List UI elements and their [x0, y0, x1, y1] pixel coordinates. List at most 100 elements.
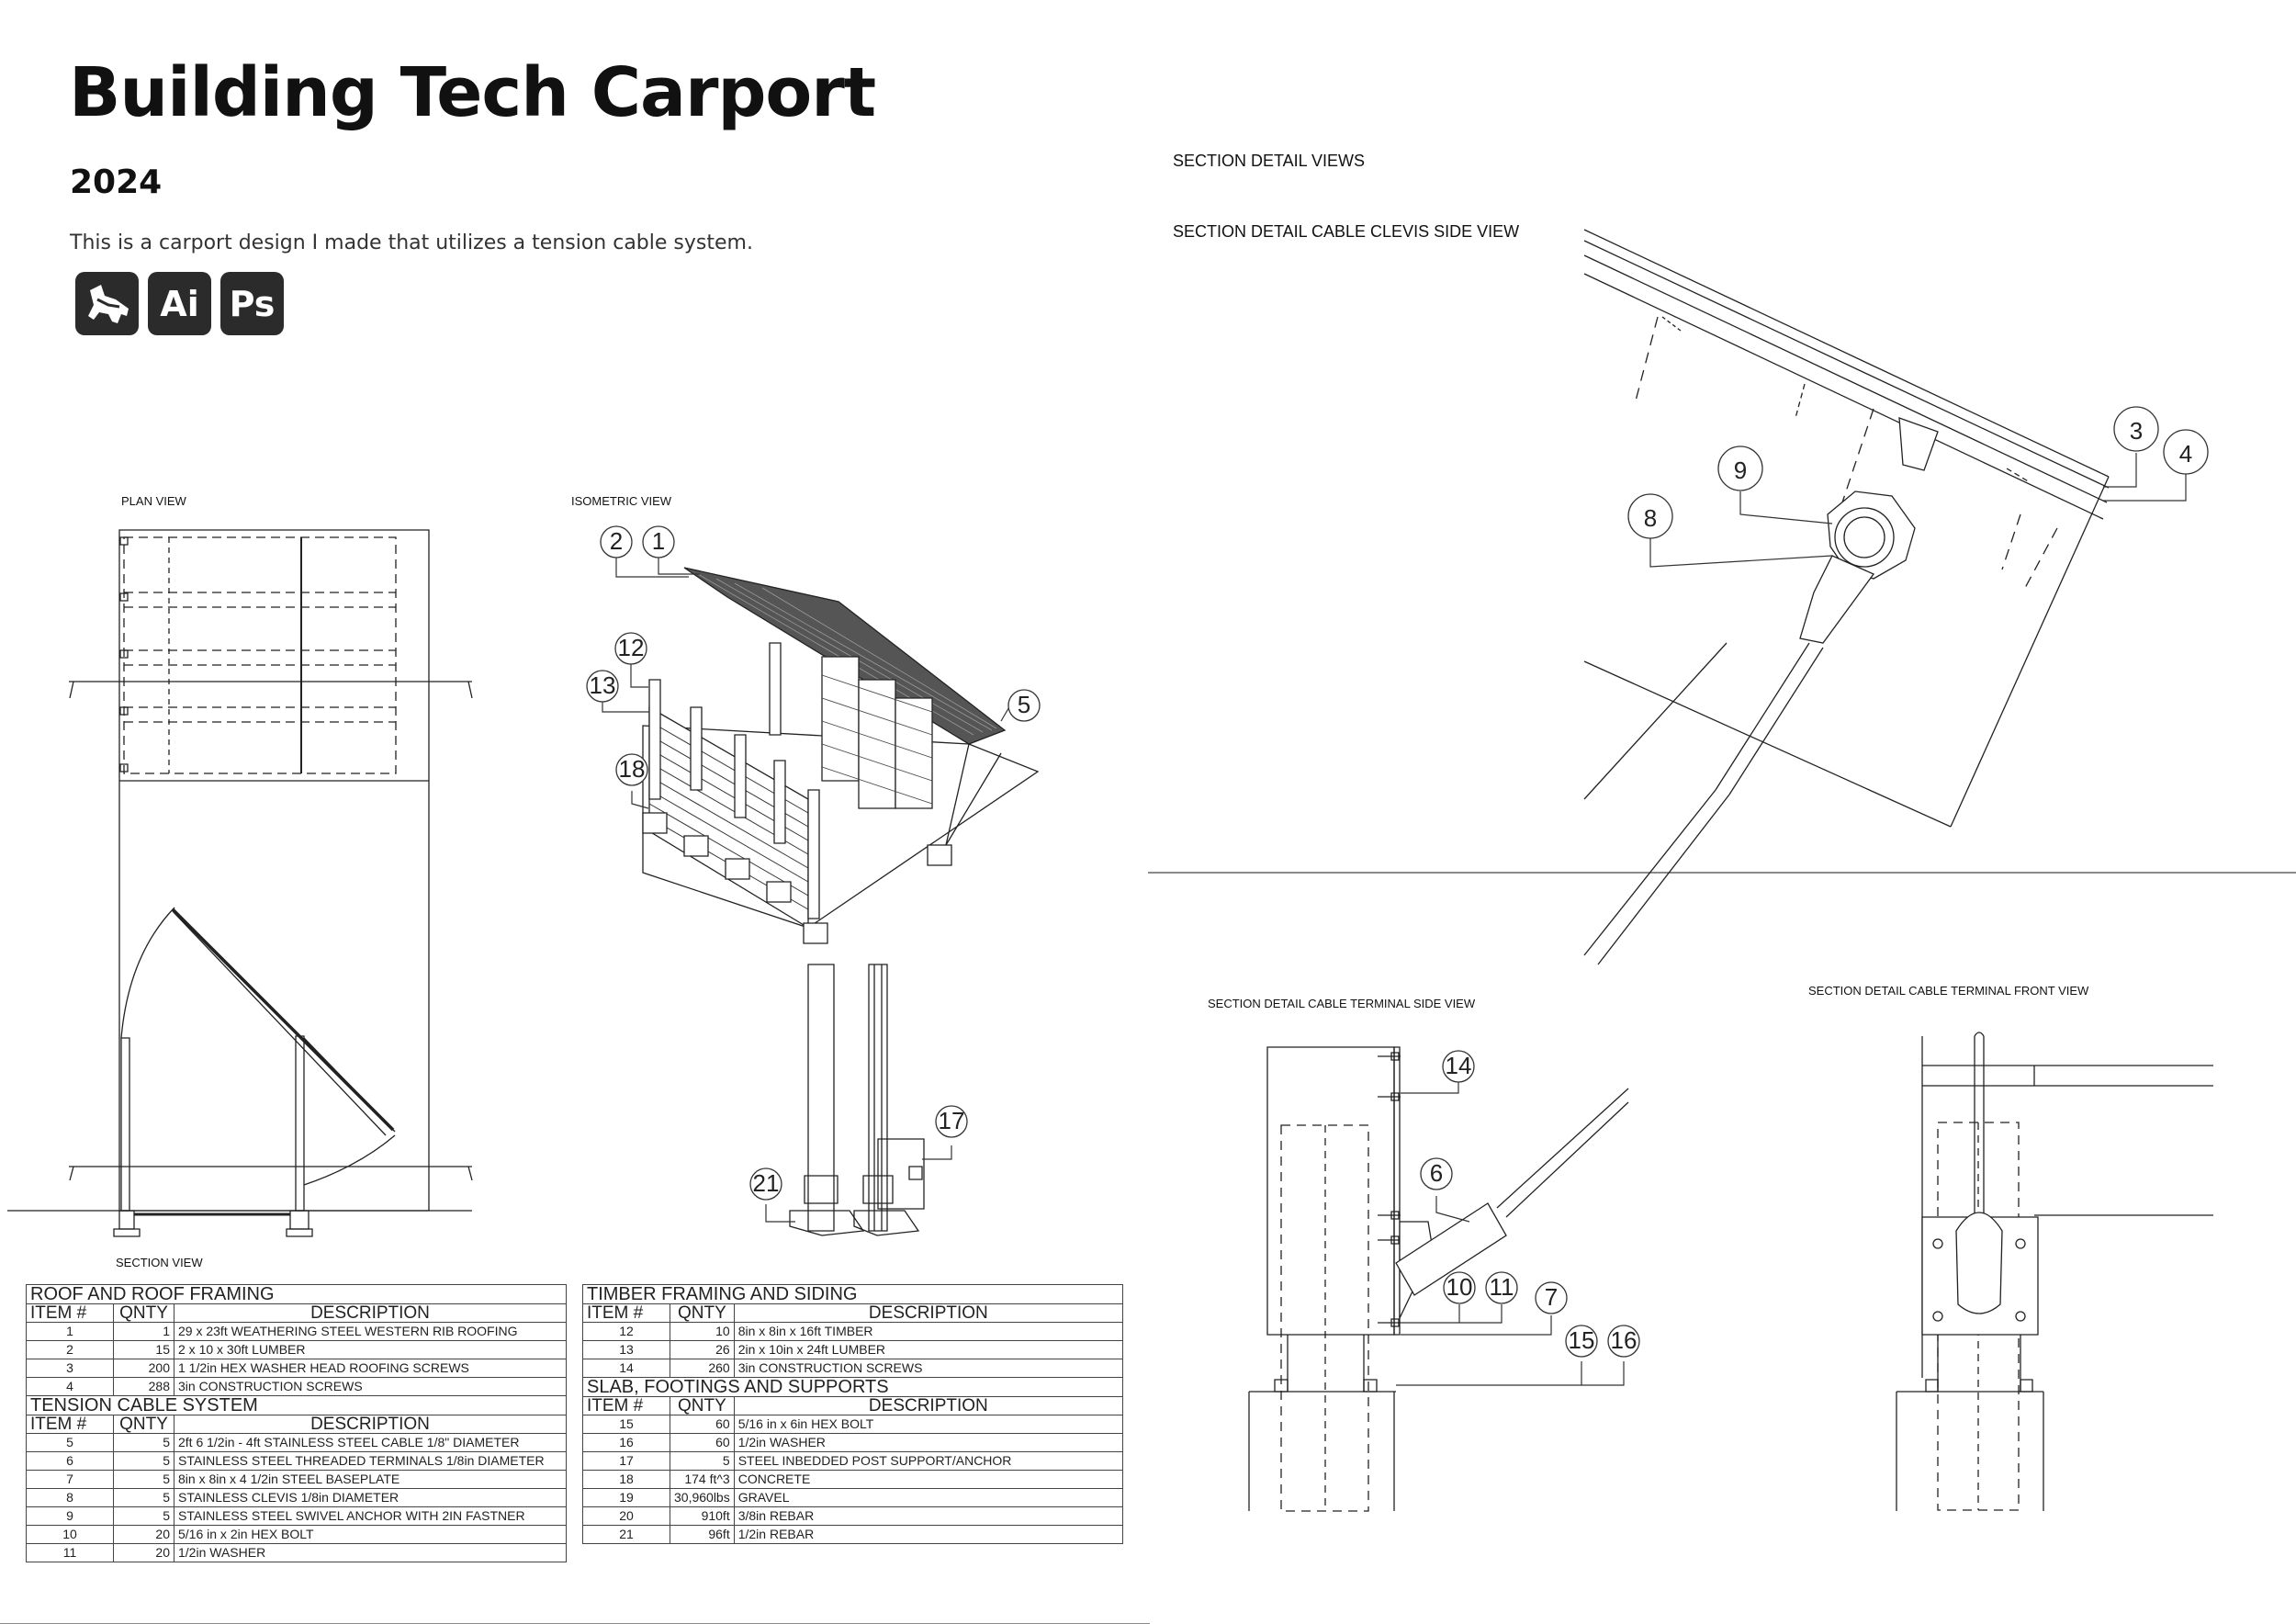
cell-qnty: 5 [113, 1488, 174, 1507]
cell-qnty: 15 [113, 1340, 174, 1359]
callout-number: 6 [1430, 1159, 1443, 1187]
callout-number: 16 [1611, 1326, 1638, 1354]
callout-balloon [1444, 1272, 1475, 1303]
callout-balloon [936, 1106, 967, 1137]
col-header-item: ITEM # [26, 1303, 114, 1323]
cell-description: GRAVEL [733, 1488, 1124, 1507]
callout-number: 2 [610, 527, 623, 555]
cell-description: 1/2in WASHER [733, 1433, 1124, 1452]
col-header-qnty: QNTY [113, 1303, 174, 1323]
cell-description: STAINLESS CLEVIS 1/8in DIAMETER [174, 1488, 567, 1507]
callout-balloon [601, 526, 632, 558]
col-header-item: ITEM # [582, 1396, 670, 1415]
project-description: This is a carport design I made that uti… [70, 231, 753, 254]
callout-balloon [1608, 1325, 1639, 1357]
cell-description: 29 x 23ft WEATHERING STEEL WESTERN RIB R… [174, 1322, 567, 1341]
callout-number: 4 [2179, 440, 2192, 468]
cell-item: 8 [26, 1488, 114, 1507]
callout-balloon [616, 754, 647, 785]
col-header-qnty: QNTY [670, 1303, 735, 1323]
cell-description: 2 x 10 x 30ft LUMBER [174, 1340, 567, 1359]
callout-balloon [750, 1168, 782, 1200]
cell-qnty: 5 [670, 1451, 735, 1471]
cell-qnty: 5 [113, 1433, 174, 1452]
callout-balloon [2114, 407, 2158, 451]
cell-description: STAINLESS STEEL THREADED TERMINALS 1/8in… [174, 1451, 567, 1471]
callout-number: 21 [753, 1169, 780, 1197]
cell-item: 7 [26, 1470, 114, 1489]
cell-qnty: 30,960lbs [670, 1488, 735, 1507]
callout-number: 8 [1644, 504, 1657, 532]
callout-number: 18 [619, 755, 646, 783]
callout-number: 3 [2130, 417, 2143, 445]
callout-balloon [1566, 1325, 1597, 1357]
cell-qnty: 260 [670, 1359, 735, 1378]
section-view-label: SECTION VIEW [116, 1256, 203, 1269]
callout-balloon [1486, 1272, 1517, 1303]
terminal-side-view-label: SECTION DETAIL CABLE TERMINAL SIDE VIEW [1208, 997, 1476, 1010]
cell-description: 8in x 8in x 16ft TIMBER [733, 1322, 1124, 1341]
callout-balloon [2164, 430, 2208, 474]
cell-qnty: 60 [670, 1433, 735, 1452]
terminal-side-drawing [1249, 1047, 1628, 1511]
terminal-front-view-label: SECTION DETAIL CABLE TERMINAL FRONT VIEW [1808, 984, 2089, 998]
cell-description: CONCRETE [733, 1470, 1124, 1489]
cell-description: 1/2in WASHER [174, 1543, 567, 1562]
clevis-side-view-label: SECTION DETAIL CABLE CLEVIS SIDE VIEW [1173, 222, 1520, 241]
col-header-description: DESCRIPTION [174, 1415, 567, 1434]
callout-number: 7 [1545, 1283, 1558, 1311]
callout-number: 9 [1734, 457, 1747, 484]
cell-qnty: 910ft [670, 1506, 735, 1526]
cell-item: 10 [26, 1525, 114, 1544]
cell-description: 3in CONSTRUCTION SCREWS [733, 1359, 1124, 1378]
cell-qnty: 200 [113, 1359, 174, 1378]
cell-item: 21 [582, 1525, 670, 1544]
plan-section-view [7, 530, 472, 1236]
isometric-view-label: ISOMETRIC VIEW [571, 494, 672, 508]
section-detail-views-label: SECTION DETAIL VIEWS [1173, 152, 1366, 170]
cell-qnty: 5 [113, 1451, 174, 1471]
cell-description: 1 1/2in HEX WASHER HEAD ROOFING SCREWS [174, 1359, 567, 1378]
cell-qnty: 20 [113, 1543, 174, 1562]
callout-balloon [1536, 1282, 1567, 1314]
cell-item: 14 [582, 1359, 670, 1378]
cell-item: 6 [26, 1451, 114, 1471]
callout-number: 5 [1018, 691, 1030, 718]
callout-number: 12 [618, 634, 645, 661]
cell-description: 8in x 8in x 4 1/2in STEEL BASEPLATE [174, 1470, 567, 1489]
callout-balloon [1718, 446, 1762, 491]
cell-item: 11 [26, 1543, 114, 1562]
project-year: 2024 [70, 164, 163, 201]
callout-balloon [1628, 494, 1672, 538]
cell-qnty: 174 ft^3 [670, 1470, 735, 1489]
callout-balloon [1008, 690, 1040, 721]
cell-description: 2ft 6 1/2in - 4ft STAINLESS STEEL CABLE … [174, 1433, 567, 1452]
callout-balloon [1421, 1158, 1452, 1190]
callout-balloon [615, 633, 647, 664]
cell-qnty: 288 [113, 1377, 174, 1396]
col-header-description: DESCRIPTION [733, 1396, 1124, 1415]
cell-description: 2in x 10in x 24ft LUMBER [733, 1340, 1124, 1359]
page-title: Building Tech Carport [69, 53, 876, 132]
col-header-description: DESCRIPTION [733, 1303, 1124, 1323]
cell-description: 5/16 in x 2in HEX BOLT [174, 1525, 567, 1544]
cell-description: 3in CONSTRUCTION SCREWS [174, 1377, 567, 1396]
callout-number: 1 [652, 527, 665, 555]
isometric-drawing [643, 568, 1038, 943]
callout-number: 14 [1446, 1052, 1472, 1079]
